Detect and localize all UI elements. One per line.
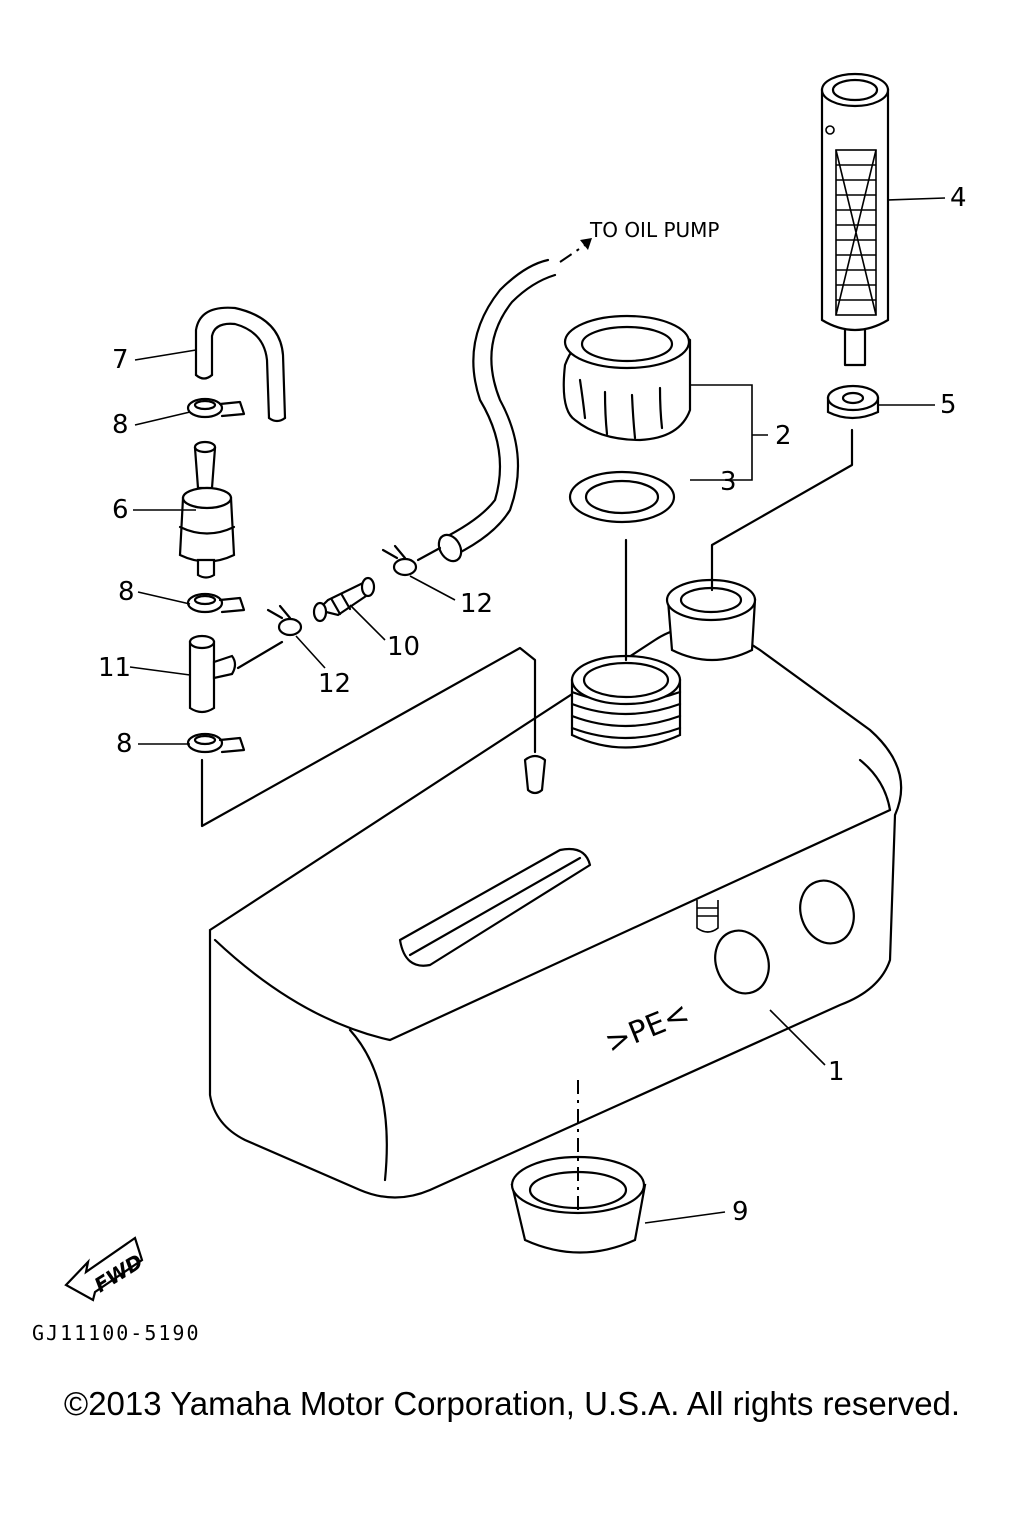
hose-routing-line [236,640,284,670]
hose-routing-line [200,646,537,828]
hose-clamp [186,592,246,614]
copyright-notice: ©2013 Yamaha Motor Corporation, U.S.A. A… [63,1385,961,1422]
callout-8-top: 8 [112,410,129,440]
callout-12-upper: 12 [460,589,493,619]
oil-strainer [820,72,890,367]
callout-6: 6 [112,495,129,525]
to-oil-pump-note: TO OIL PUMP [589,218,719,242]
strainer-grommet [826,384,880,420]
drawing-code: GJ11100-5190 [32,1321,201,1345]
t-joint [188,634,237,714]
strainer-assembly-line [710,428,854,592]
callout-10: 10 [387,632,420,662]
callout-2: 2 [775,421,792,451]
callout-leaders [129,197,946,1224]
callout-8-bottom: 8 [116,729,133,759]
callout-7: 7 [112,345,129,375]
filler-cap [562,314,692,442]
inline-filter [178,440,236,579]
callout-4: 4 [950,183,967,213]
strainer-neck [665,578,757,662]
oil-delivery-hose [437,238,592,563]
callout-3: 3 [720,467,737,497]
hose-clamp [186,397,246,419]
hose-routing-line [416,546,442,562]
callout-8-middle: 8 [118,577,135,607]
fwd-arrow-icon [64,1236,144,1302]
hose-clamp [266,604,303,637]
hose-joint [312,576,376,623]
breather-hose [194,306,287,423]
callout-11: 11 [98,653,131,683]
hose-clamp [186,732,246,754]
cap-gasket [568,470,676,524]
callout-5: 5 [940,390,957,420]
callout-9: 9 [732,1197,749,1227]
oil-tank [208,626,903,1199]
callout-1: 1 [828,1057,845,1087]
callout-12-lower: 12 [318,669,351,699]
tank-outlet-nipple [523,754,547,795]
hose-clamp [381,544,418,577]
filler-neck [570,654,682,749]
